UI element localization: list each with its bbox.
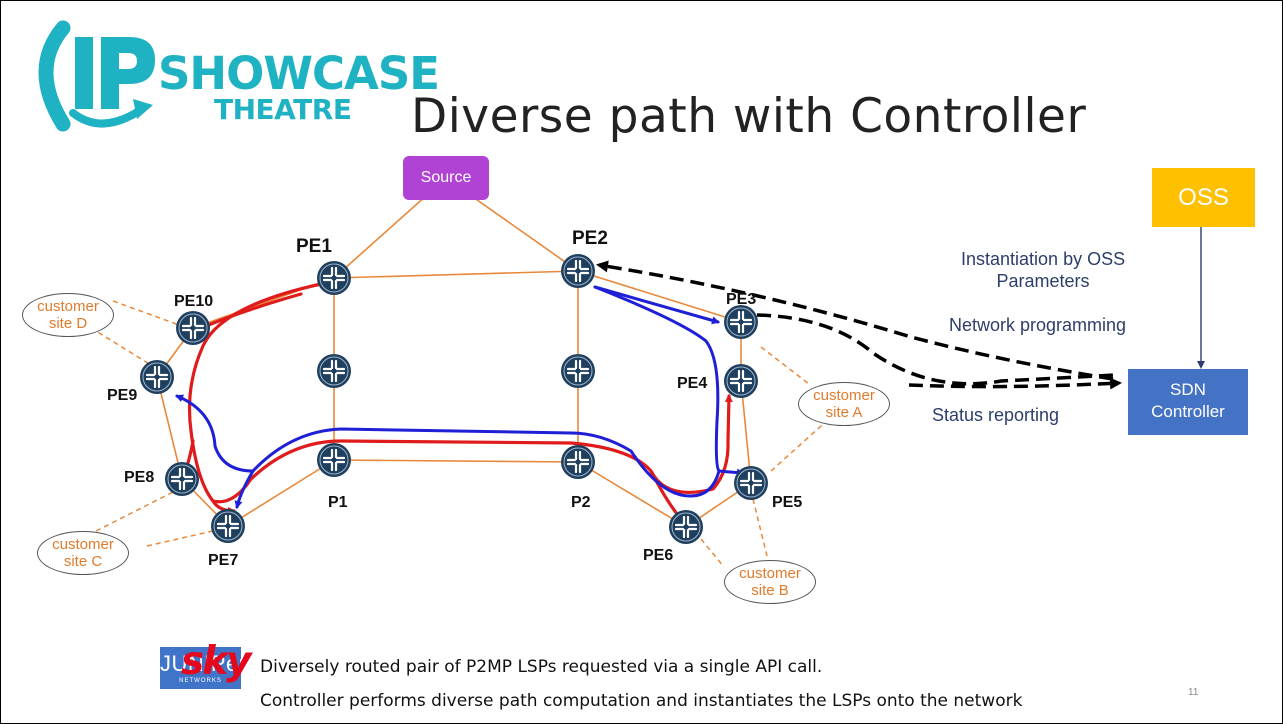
status-reporting-label: Status reporting	[932, 405, 1060, 425]
label-pe1: PE1	[296, 236, 332, 257]
footer-line-2: Controller performs diverse path computa…	[260, 691, 1023, 711]
label-p1: P1	[328, 494, 348, 511]
source-node: Source	[403, 156, 489, 200]
label-pe10: PE10	[174, 293, 214, 310]
router-pe1	[315, 259, 353, 297]
red-lsp-path	[181, 282, 733, 523]
label-pe6: PE6	[643, 547, 674, 564]
router-pe4	[722, 362, 760, 400]
control-arrows	[596, 260, 1122, 390]
label-pe4: PE4	[677, 375, 708, 392]
logo-showcase-text: SHOWCASE	[158, 47, 440, 100]
oss-box: OSS	[1152, 168, 1255, 227]
blue-lsp-path	[175, 285, 745, 509]
label-pe9: PE9	[107, 387, 138, 404]
label-p2: P2	[571, 494, 591, 511]
router-pe6	[667, 508, 705, 546]
label-pe5: PE5	[772, 494, 803, 511]
label-pe8: PE8	[124, 469, 155, 486]
router-pe3	[722, 303, 760, 341]
network-links	[156, 177, 752, 528]
sky-logo: sky	[181, 639, 252, 684]
router-pe5	[732, 464, 770, 502]
router-p1-mid	[315, 352, 353, 390]
label-pe7: PE7	[208, 552, 239, 569]
router-pe2	[559, 252, 597, 290]
logo-theatre-text: THEATRE	[214, 93, 352, 126]
page-number: 11	[1188, 687, 1199, 698]
slide-title: Diverse path with Controller	[411, 89, 1087, 144]
router-p2-mid	[559, 352, 597, 390]
router-p1	[315, 441, 353, 479]
router-pe7	[209, 507, 247, 545]
label-pe2: PE2	[572, 228, 608, 249]
router-pe8	[163, 460, 201, 498]
router-pe10	[174, 309, 212, 347]
label-pe3: PE3	[726, 291, 757, 308]
router-pe9	[138, 358, 176, 396]
network-programming-label: Network programming	[949, 315, 1127, 335]
router-p2	[559, 443, 597, 481]
footer-line-1: Diversely routed pair of P2MP LSPs reque…	[260, 657, 823, 677]
